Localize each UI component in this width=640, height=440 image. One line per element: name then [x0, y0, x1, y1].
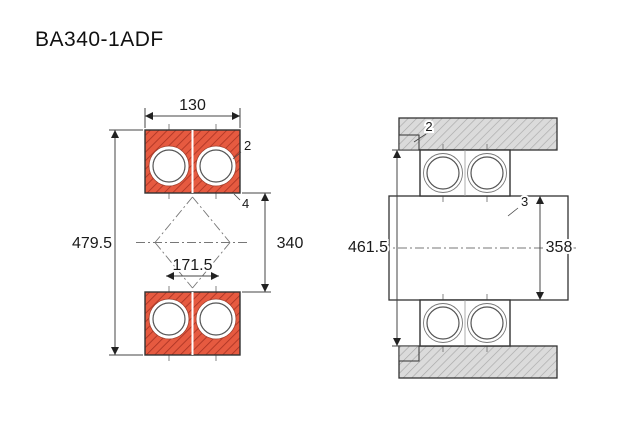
ball	[152, 149, 186, 183]
dim-contact-spread-label: 171.5	[172, 257, 212, 274]
ball	[426, 306, 460, 340]
ball	[199, 149, 233, 183]
dim-shaft-shoulder-label: 358	[546, 239, 573, 256]
callout-3-label: 3	[521, 194, 528, 209]
callout-3-leader	[507, 207, 519, 217]
dim-width-label: 130	[179, 97, 206, 114]
dim-outer-diameter-label: 479.5	[72, 235, 112, 252]
dim-housing-shoulder-label: 461.5	[348, 239, 388, 256]
dim-bore-label: 340	[277, 235, 304, 252]
left-view-cross-section: 130 479.5 340 171.5 2 4	[70, 97, 305, 361]
ball	[152, 302, 186, 336]
spacer-bottom	[398, 345, 420, 362]
callout-2-leader	[232, 151, 242, 160]
callout-2-label: 2	[425, 119, 432, 134]
housing-top	[398, 117, 558, 151]
callout-2-leader	[413, 133, 427, 143]
dim-od-lines	[109, 129, 143, 356]
dim-housing-lines	[392, 149, 418, 347]
ball	[426, 156, 460, 190]
ball	[470, 156, 504, 190]
callout-4-leader	[233, 193, 241, 201]
callout-4-label: 4	[242, 196, 249, 211]
spacer-top	[398, 134, 420, 151]
callout-2-label: 2	[244, 138, 251, 153]
ball	[470, 306, 504, 340]
ball	[199, 302, 233, 336]
right-view-mounting: 461.5 358 2 3	[346, 117, 576, 379]
dim-bore-lines	[242, 192, 271, 293]
dim-width-lines	[144, 108, 241, 128]
page-title: BA340-1ADF	[35, 28, 164, 51]
housing-bottom	[398, 345, 558, 379]
